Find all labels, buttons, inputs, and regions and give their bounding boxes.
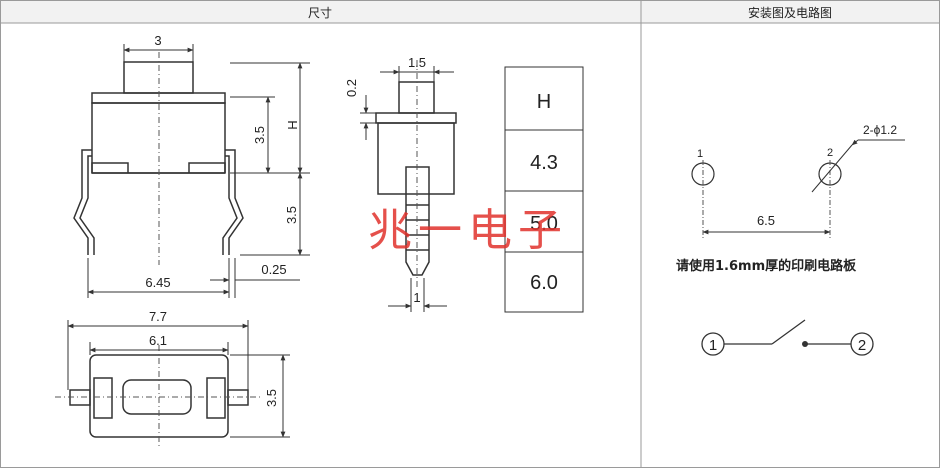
front-view xyxy=(73,61,244,255)
dim-top-width: 3 xyxy=(154,33,161,48)
bottom-dimension-lines xyxy=(67,320,290,438)
height-table-cell: 6.0 xyxy=(530,272,558,294)
dim-stem-width: 1.5 xyxy=(408,55,426,70)
pcb-note: 请使用1.6mm厚的印刷电路板 xyxy=(676,258,857,274)
dim-gap: 0.2 xyxy=(344,79,359,97)
pcb-hole-label: 1 xyxy=(697,148,703,160)
hole-spec: 2-ϕ1.2 xyxy=(863,123,897,137)
body-foot-right xyxy=(188,162,226,173)
height-table-cell: 5.0 xyxy=(530,213,558,235)
switch-contact xyxy=(771,319,806,345)
side-body xyxy=(377,122,455,195)
height-table-header: H xyxy=(537,91,551,113)
dim-body-height: 3.5 xyxy=(252,126,267,144)
side-cover xyxy=(375,112,457,124)
circuit-diagram: 1 2 xyxy=(701,319,874,356)
dim-depth: 3.5 xyxy=(264,389,279,407)
height-table: H 4.3 5.0 6.0 xyxy=(504,66,584,313)
dim-pitch: 6.45 xyxy=(145,275,170,290)
bottom-pad-left xyxy=(93,377,113,419)
header-bar xyxy=(1,1,939,23)
section-title-dimensions: 尺寸 xyxy=(308,6,332,20)
pin-right-inner xyxy=(222,155,238,255)
dim-overall-width: 7.7 xyxy=(149,309,167,324)
dim-pin-thickness: 0.25 xyxy=(261,262,286,277)
mounting-diagram: 1 2 2-ϕ1.2 6.5 请使用1.6mm厚的印刷电路板 xyxy=(676,123,905,274)
dim-height-H: H xyxy=(285,120,300,129)
section-title-mounting: 安装图及电路图 xyxy=(748,5,832,20)
dim-body-width: 6.1 xyxy=(149,333,167,348)
pin-left-inner xyxy=(79,155,95,255)
bottom-pad-right xyxy=(206,377,226,419)
height-table-cell: 4.3 xyxy=(530,152,558,174)
front-dimension-lines xyxy=(87,44,310,298)
dim-pin-length: 3.5 xyxy=(284,206,299,224)
pcb-hole-label: 2 xyxy=(827,147,833,159)
pin-left xyxy=(73,149,92,255)
terminal-2-label: 2 xyxy=(858,337,866,354)
body-foot-left xyxy=(91,162,129,173)
watermark: 兆一电子 xyxy=(368,205,568,256)
side-dimension-lines xyxy=(360,66,454,312)
dim-mount-pitch: 6.5 xyxy=(757,213,775,228)
pin-right xyxy=(225,149,244,255)
dim-pin-width: 1 xyxy=(413,290,420,305)
terminal-1-label: 1 xyxy=(709,337,717,354)
